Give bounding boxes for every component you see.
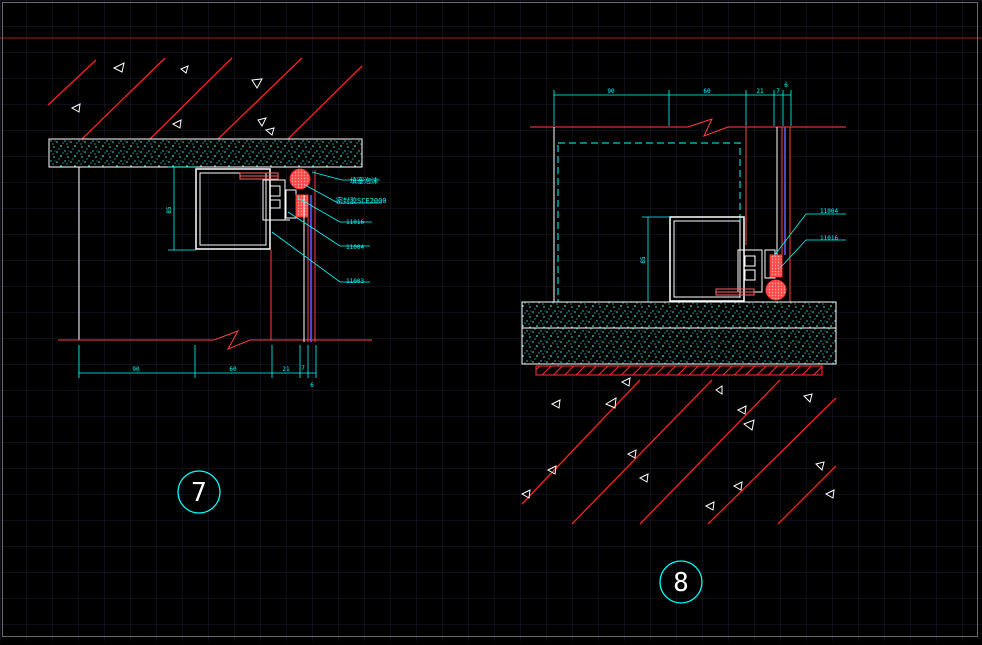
detail7-leaders <box>271 171 382 283</box>
detail7-callout-1: 填塞泡沫 <box>350 176 378 185</box>
detail7-bottom-dimension <box>78 345 317 378</box>
detail7-height-dimension <box>168 166 196 251</box>
detail8-top-dimension <box>553 90 792 126</box>
detail-8 <box>520 90 846 604</box>
detail7-dim-3: 21 <box>282 366 290 373</box>
detail8-dim-height: 85 <box>640 256 647 264</box>
detail-7 <box>47 57 382 514</box>
detail8-leaders <box>773 213 846 269</box>
detail7-bubble <box>177 470 221 514</box>
detail8-dim-1: 90 <box>607 88 615 95</box>
detail7-earth-hatch <box>47 57 363 140</box>
detail7-concrete-slab <box>48 138 363 168</box>
detail8-callout-2: 11016 <box>820 235 838 242</box>
detail7-number: 7 <box>191 478 207 508</box>
detail8-bubble <box>659 560 703 604</box>
detail7-dim-4: 7 <box>301 365 305 372</box>
detail8-window-frame <box>669 216 745 302</box>
detail7-sealant <box>289 168 311 190</box>
detail7-aggregate <box>70 62 275 136</box>
detail7-callout-2: 密封胶SCE2000 <box>336 196 387 205</box>
detail7-break-line <box>58 330 372 351</box>
detail7-dim-height: 85 <box>166 206 173 214</box>
detail7-callout-4: 11004 <box>346 244 364 251</box>
detail8-earth-hatch <box>521 379 837 525</box>
detail8-break-line <box>530 118 846 137</box>
detail8-concrete-layer <box>521 327 837 365</box>
detail7-callout-3: 11016 <box>346 219 364 226</box>
detail8-dim-2: 60 <box>703 88 711 95</box>
detail7-window-frame <box>195 168 271 250</box>
detail8-number: 8 <box>673 568 689 598</box>
detail8-dim-5: 6 <box>784 82 788 89</box>
detail8-aggregate <box>520 377 835 511</box>
detail8-sealant <box>765 279 787 301</box>
detail7-dim-1: 90 <box>132 366 140 373</box>
detail8-screed-layer <box>521 301 837 329</box>
detail8-callout-1: 11004 <box>820 208 838 215</box>
detail7-profile <box>262 179 297 221</box>
viewport-border <box>2 2 978 637</box>
detail7-dim-2: 60 <box>229 366 237 373</box>
detail8-dim-4: 7 <box>776 88 780 95</box>
detail7-dim-5: 6 <box>310 382 314 389</box>
detail8-dim-3: 21 <box>756 88 764 95</box>
detail7-callout-5: 11003 <box>346 278 364 285</box>
